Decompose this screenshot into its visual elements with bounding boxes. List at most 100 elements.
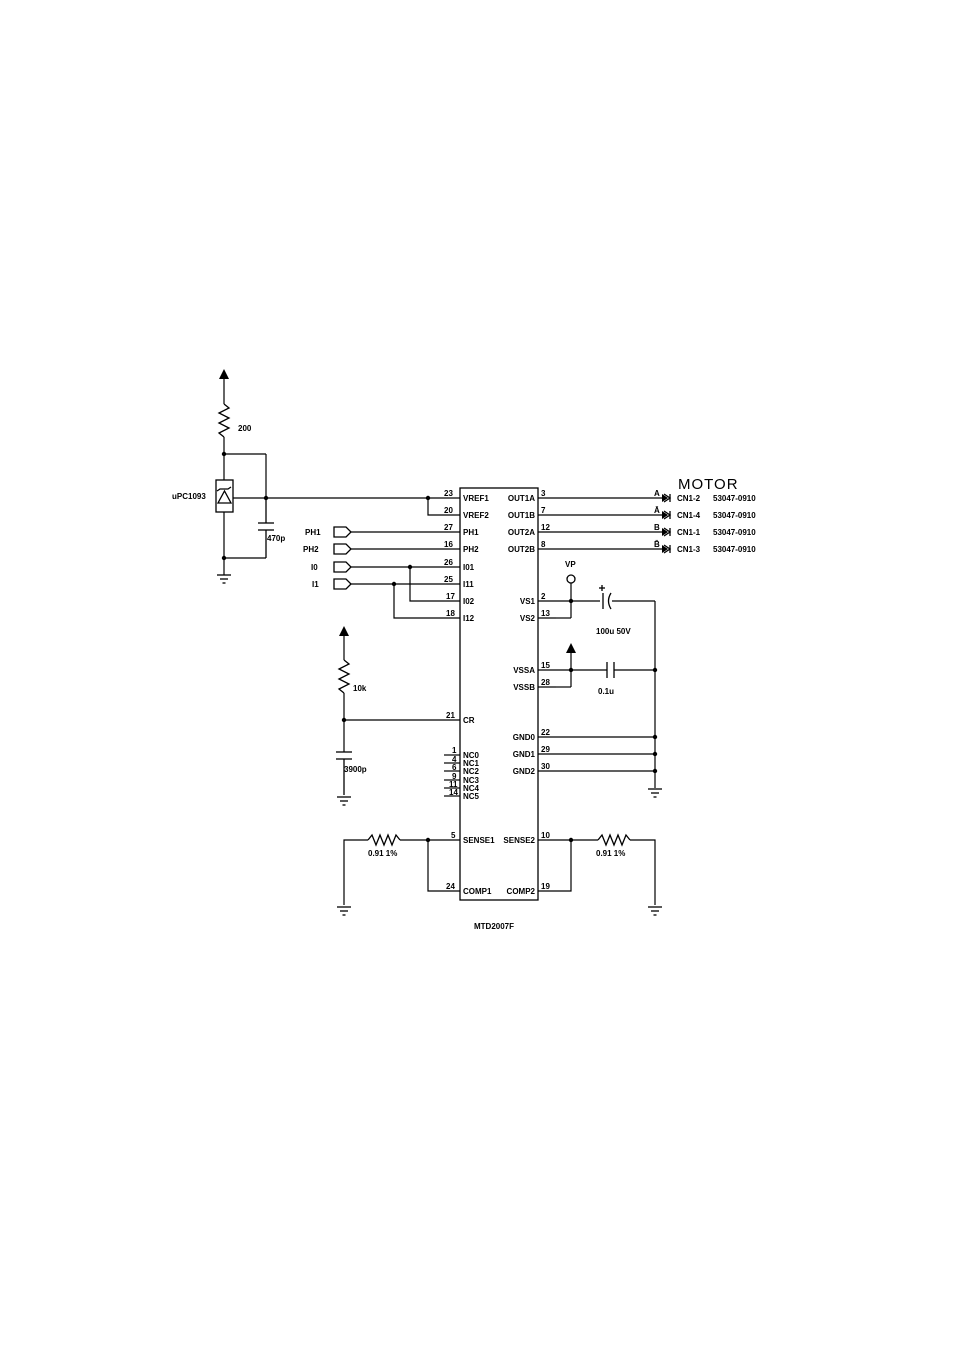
pin-num-sense1: 5 [451, 831, 456, 840]
ground-symbol-main [648, 788, 662, 798]
pin-name-vs2: VS2 [520, 614, 536, 623]
input-connector-ph1 [333, 526, 442, 538]
resistor-200 [217, 403, 231, 438]
motor-conn-cn1-1: CN1-1 [677, 528, 701, 537]
capacitor-3900p [336, 751, 352, 795]
motor-connector-arrowheads [662, 494, 668, 553]
capacitor-470p [258, 498, 274, 558]
motor-output-lines [556, 497, 662, 550]
pin-num-gnd0: 22 [541, 728, 550, 737]
pin-name-comp1: COMP1 [463, 887, 492, 896]
capacitor-3900p-label: 3900p [344, 765, 367, 774]
ground-bus [556, 601, 656, 788]
pin-name-vref1: VREF1 [463, 494, 489, 503]
ic-left-pin-stubs [442, 497, 460, 892]
input-label-ph2: PH2 [303, 545, 319, 554]
ground-symbol-cr [337, 796, 351, 806]
pin-name-nc4: NC4 [463, 784, 480, 793]
ic-right-pin-stubs [538, 497, 556, 892]
pin-name-cr: CR [463, 716, 475, 725]
pin-name-gnd1: GND1 [513, 750, 536, 759]
resistor-10k-label: 10k [353, 684, 367, 693]
pin-num-gnd2: 30 [541, 762, 550, 771]
vcc-arrow-top [219, 369, 229, 404]
pin-num-gnd1: 29 [541, 745, 550, 754]
pin-name-nc1: NC1 [463, 759, 480, 768]
pin-num-i12: 18 [446, 609, 455, 618]
pin-num-i02: 17 [446, 592, 455, 601]
input-label-i0: I0 [311, 563, 318, 572]
pin-name-nc3: NC3 [463, 776, 480, 785]
pin-name-i12: I12 [463, 614, 475, 623]
vp-label: VP [565, 560, 576, 569]
pin-name-out2b: OUT2B [508, 545, 535, 554]
pin-num-vssa: 15 [541, 661, 550, 670]
pin-name-vssb: VSSB [513, 683, 535, 692]
resistor-sense2 [597, 833, 631, 847]
input-connector-ph2 [333, 543, 442, 555]
pin-num-ph2: 16 [444, 540, 453, 549]
pin-name-gnd2: GND2 [513, 767, 536, 776]
pin-name-sense2: SENSE2 [503, 836, 535, 845]
pin-num-nc3: 9 [452, 772, 457, 781]
ground-symbol-sense2 [648, 906, 662, 916]
pin-num-comp1: 24 [446, 882, 455, 891]
pin-num-sense2: 10 [541, 831, 550, 840]
pin-num-vs2: 13 [541, 609, 550, 618]
ic-body [459, 487, 539, 901]
capacitor-100u-label: 100u 50V [596, 627, 631, 636]
motor-part-4: 53047-0910 [713, 545, 756, 554]
motor-part-1: 53047-0910 [713, 494, 756, 503]
pin-name-gnd0: GND0 [513, 733, 536, 742]
capacitor-100u [599, 585, 655, 610]
pin-name-vssa: VSSA [513, 666, 535, 675]
pin-name-sense1: SENSE1 [463, 836, 495, 845]
pin-name-i11: I11 [463, 580, 474, 589]
ground-symbol-ref [217, 574, 231, 584]
motor-title: MOTOR [678, 476, 739, 493]
pin-name-ph1: PH1 [463, 528, 479, 537]
vcc-arrow-cr [339, 626, 349, 660]
resistor-sense1-label: 0.91 1% [368, 849, 397, 858]
motor-conn-cn1-4: CN1-4 [677, 511, 701, 520]
node-ref-top-wire [224, 453, 267, 498]
motor-part-2: 53047-0910 [713, 511, 756, 520]
motor-phase-a-bar: Ā [654, 506, 660, 515]
input-connector-i0 [333, 561, 442, 573]
pin-num-out2a: 12 [541, 523, 550, 532]
pin-name-out2a: OUT2A [508, 528, 535, 537]
resistor-10k [337, 659, 351, 694]
motor-phase-b: B [654, 523, 660, 532]
pin-num-out1b: 7 [541, 506, 546, 515]
pin-num-ph1: 27 [444, 523, 453, 532]
ground-symbol-sense1 [337, 906, 351, 916]
input-label-i1: I1 [312, 580, 319, 589]
input-ties [393, 567, 442, 619]
pin-num-i01: 26 [444, 558, 453, 567]
resistor-sense1 [367, 833, 401, 847]
pin-num-i11: 25 [444, 575, 453, 584]
pin-num-vref1: 23 [444, 489, 453, 498]
motor-phase-b-bar: B̄ [654, 540, 660, 549]
pin-num-nc0: 1 [452, 746, 457, 755]
pin-name-out1b: OUT1B [508, 511, 535, 520]
capacitor-0.1u-label: 0.1u [598, 687, 614, 696]
motor-conn-cn1-2: CN1-2 [677, 494, 701, 503]
input-connector-i1 [333, 578, 442, 590]
input-label-ph1: PH1 [305, 528, 321, 537]
pin-num-vssb: 28 [541, 678, 550, 687]
pin-num-vref2: 20 [444, 506, 453, 515]
pin-name-comp2: COMP2 [507, 887, 536, 896]
pin-num-nc2: 6 [452, 763, 457, 772]
pin-name-out1a: OUT1A [508, 494, 535, 503]
motor-connector-arrows [663, 493, 672, 554]
resistor-200-label: 200 [238, 424, 252, 433]
pin-name-i02: I02 [463, 597, 475, 606]
upc1093-reference [215, 479, 234, 513]
resistor-sense2-label: 0.91 1% [596, 849, 625, 858]
pin-name-ph2: PH2 [463, 545, 479, 554]
pin-num-vs1: 2 [541, 592, 546, 601]
vcc-arrow-vss [566, 643, 576, 687]
capacitor-0.1u [556, 662, 655, 678]
pin-name-vref2: VREF2 [463, 511, 489, 520]
